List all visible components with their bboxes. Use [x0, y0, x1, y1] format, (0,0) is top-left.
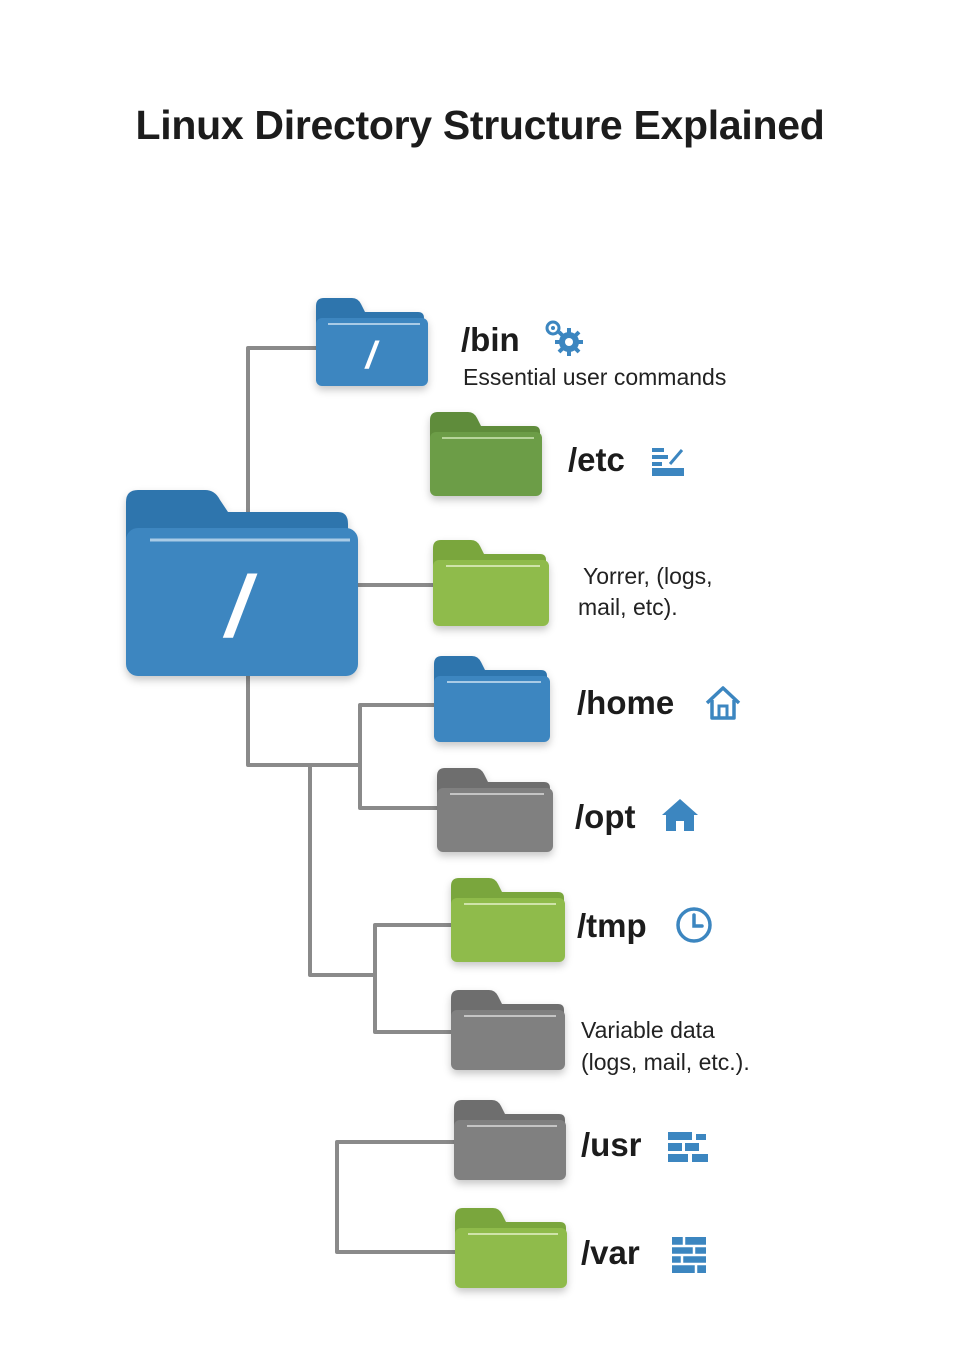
- folder-var: [455, 1208, 567, 1288]
- desc-logs-line2: mail, etc).: [578, 594, 678, 620]
- desc-logs-line1: Yorrer, (logs,: [583, 563, 713, 589]
- grid-icon: [672, 1237, 706, 1273]
- blocks-icon: [668, 1132, 708, 1162]
- label-bin: /bin: [461, 321, 520, 358]
- clock-icon: [676, 907, 712, 943]
- label-var: /var: [581, 1234, 640, 1271]
- gears-icon: [545, 320, 583, 356]
- label-usr: /usr: [581, 1126, 642, 1163]
- connector-lines: [246, 346, 457, 1254]
- home-filled-icon: [662, 799, 698, 831]
- desc-variable-line1: Variable data: [581, 1017, 715, 1043]
- diagram-title: Linux Directory Structure Explained: [135, 102, 825, 148]
- desc-bin: Essential user commands: [463, 364, 727, 390]
- label-etc: /etc: [568, 441, 625, 478]
- folder-opt: [437, 768, 553, 852]
- label-home: /home: [577, 684, 675, 721]
- config-icon: [652, 448, 684, 476]
- folder-tmp: [451, 878, 565, 962]
- folder-etc: [430, 412, 542, 496]
- folder-logs: [433, 540, 549, 626]
- bin-folder-label: /: [364, 335, 380, 377]
- home-outline-icon: [705, 686, 741, 720]
- label-tmp: /tmp: [577, 907, 647, 944]
- folder-variable-data: [451, 990, 565, 1070]
- folder-bin: [316, 298, 428, 386]
- label-opt: /opt: [575, 798, 636, 835]
- desc-variable-line2: (logs, mail, etc.).: [581, 1049, 750, 1075]
- folder-usr: [454, 1100, 566, 1180]
- root-folder: [126, 490, 358, 676]
- folder-home: [434, 656, 550, 742]
